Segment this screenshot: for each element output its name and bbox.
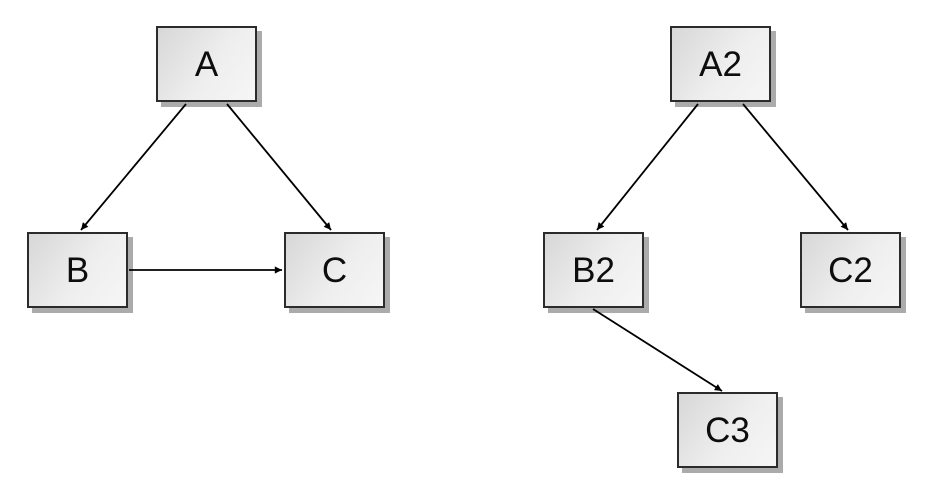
- edge-A2-to-B2: [596, 103, 699, 231]
- node-C[interactable]: C: [284, 232, 385, 308]
- node-C3-label: C3: [705, 410, 750, 450]
- edge-A-to-C: [226, 103, 332, 231]
- node-B[interactable]: B: [27, 232, 128, 308]
- edge-A-to-B: [80, 103, 187, 231]
- edge-A2-to-C2: [742, 103, 849, 231]
- node-B2[interactable]: B2: [543, 232, 644, 308]
- node-B-label: B: [65, 250, 90, 290]
- node-A[interactable]: A: [156, 26, 257, 102]
- node-A-label: A: [194, 44, 219, 84]
- node-A2[interactable]: A2: [670, 26, 771, 102]
- node-A2-label: A2: [699, 44, 742, 84]
- edge-B2-to-C3: [592, 308, 723, 392]
- node-C2[interactable]: C2: [800, 232, 901, 308]
- node-C2-label: C2: [828, 250, 873, 290]
- node-B2-label: B2: [572, 250, 615, 290]
- node-C3[interactable]: C3: [677, 392, 778, 468]
- node-C-label: C: [321, 250, 348, 290]
